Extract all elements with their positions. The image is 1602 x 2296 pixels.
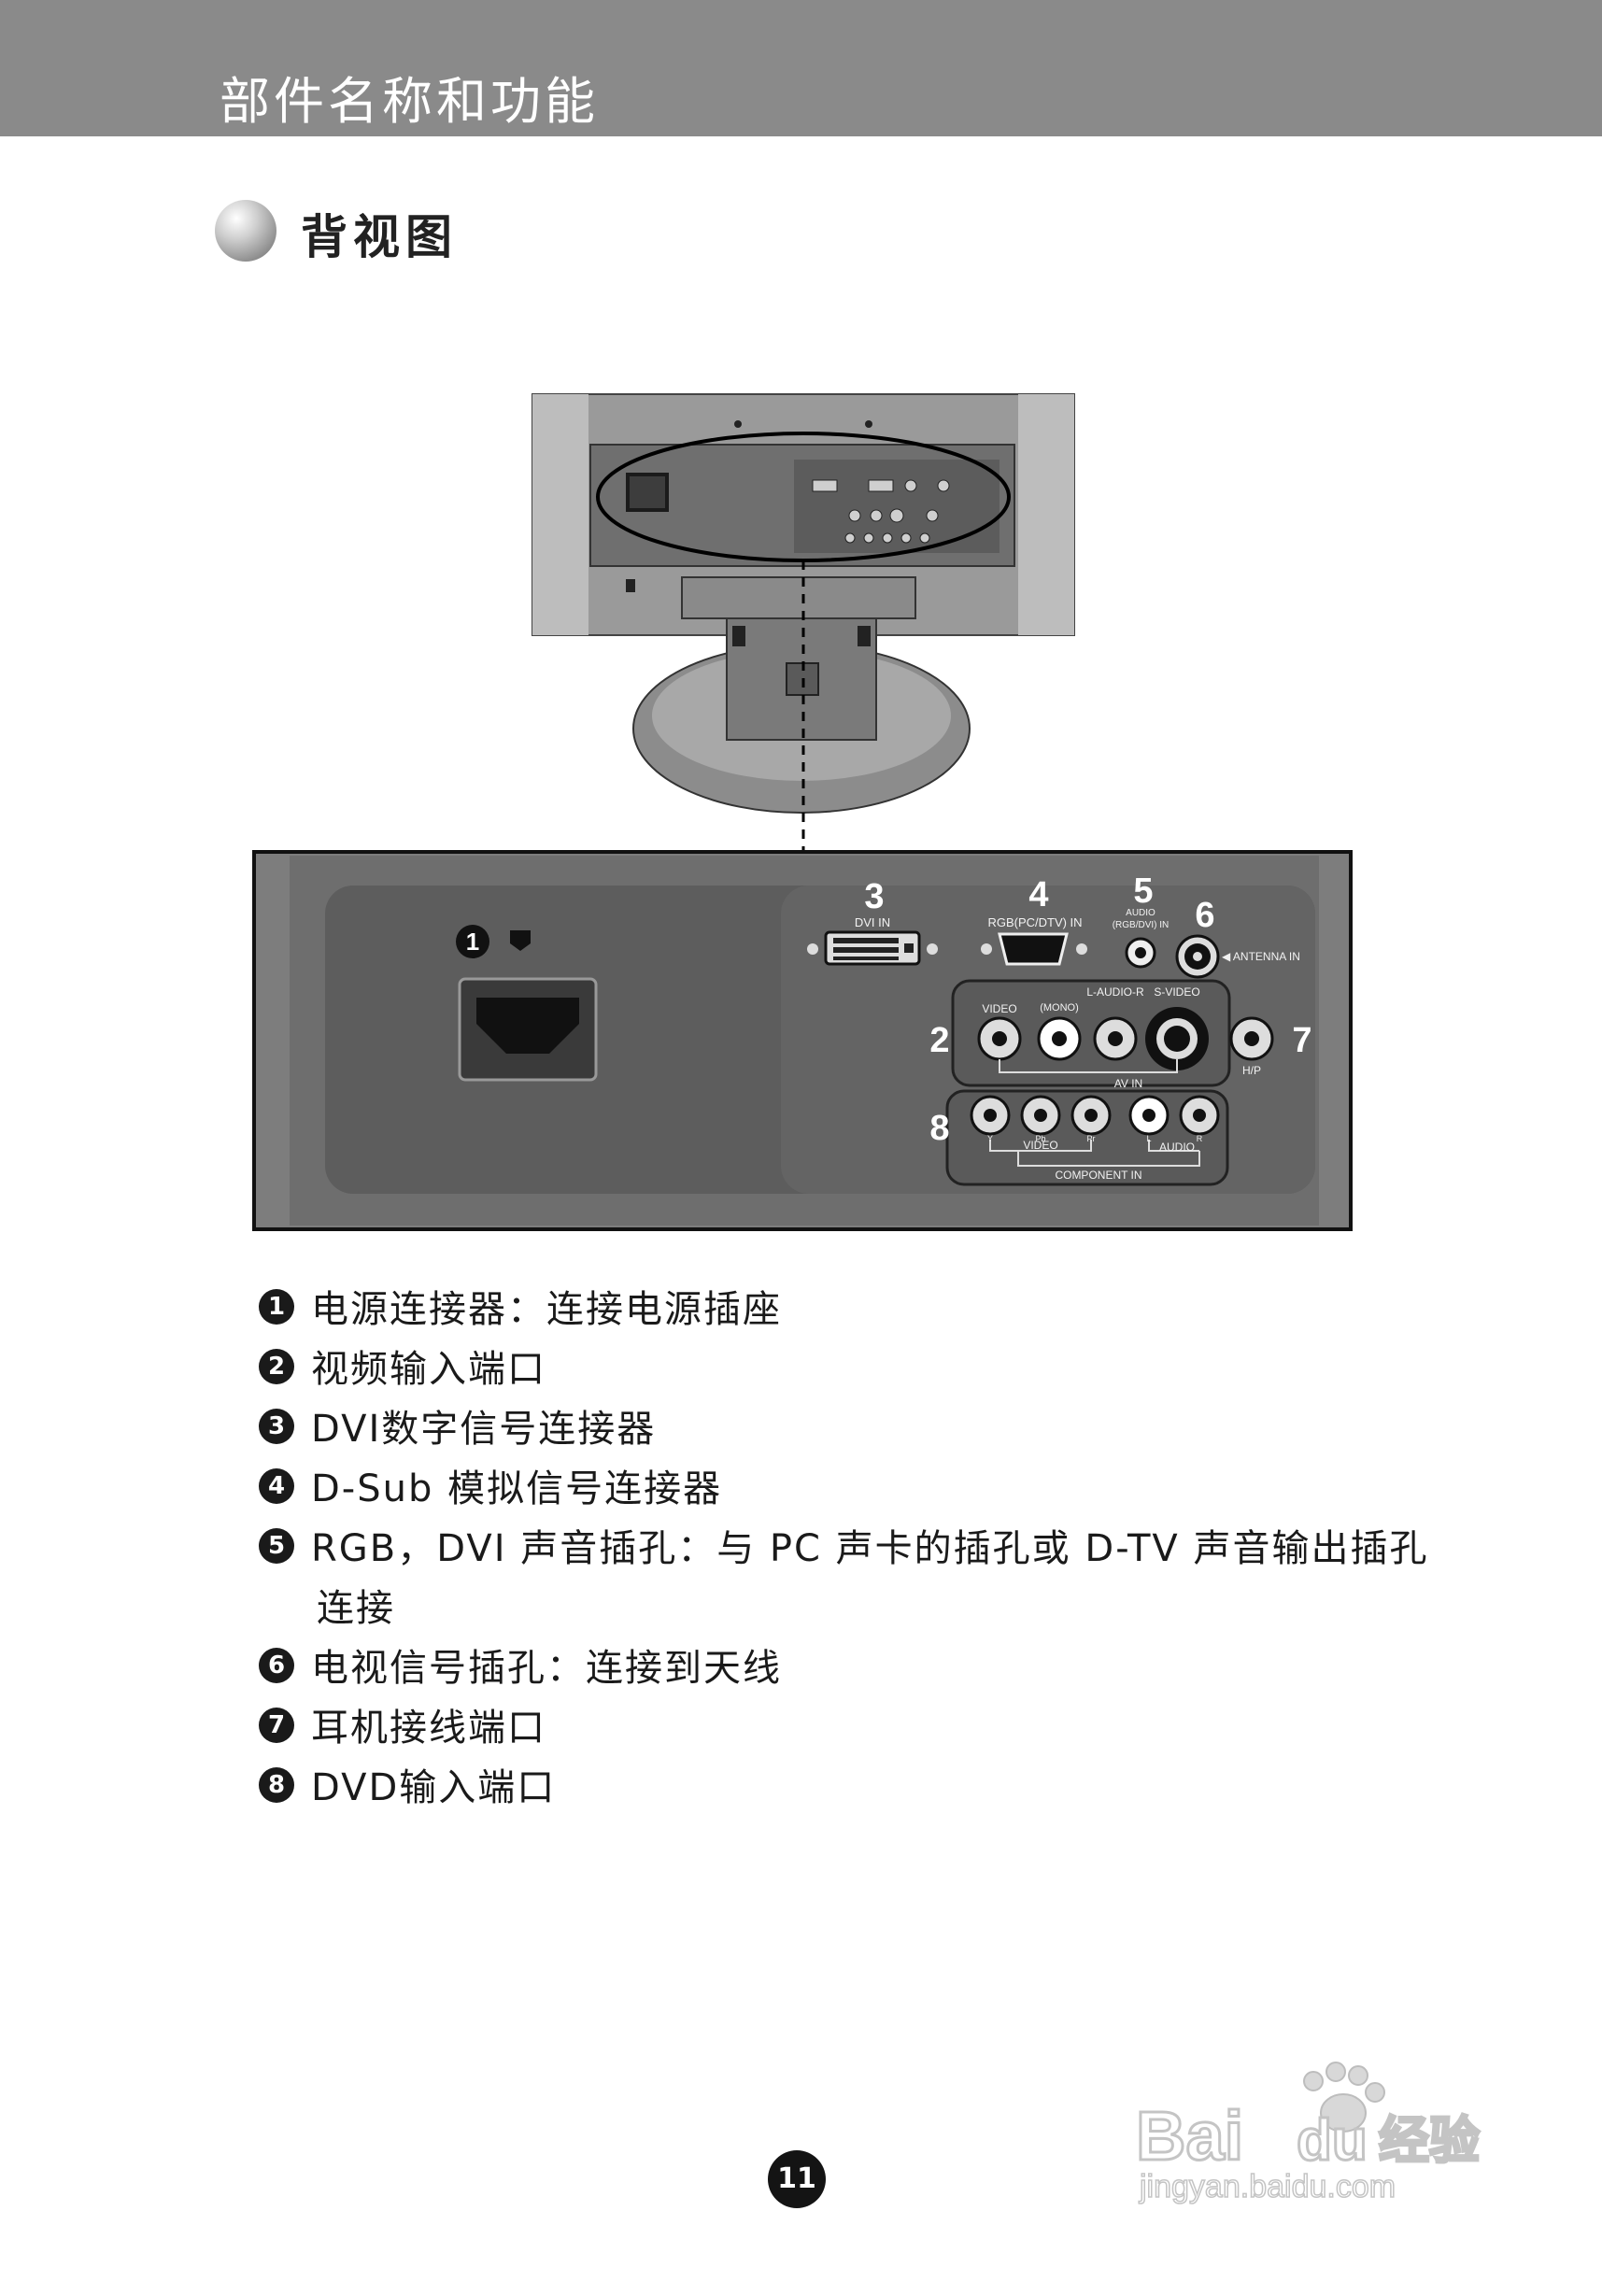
page-header-title: 部件名称和功能 (220, 72, 599, 131)
enlarged-panel: 1 (252, 850, 1353, 1231)
legend-number: 6 (259, 1648, 294, 1683)
legend-text: 视频输入端口 (311, 1348, 546, 1391)
callout-4: 4 (1028, 875, 1048, 914)
watermark-suffix: 经验 (1379, 2111, 1480, 2170)
label-comp-l: L (1146, 1134, 1151, 1143)
legend-item: 1 电源连接器：连接电源插座 (259, 1278, 1417, 1338)
monitor-stand (632, 560, 971, 850)
watermark-url: jingyan.baidu.com (1139, 2169, 1396, 2204)
legend-text: 电源连接器：连接电源插座 (311, 1288, 782, 1331)
legend-text: 电视信号插孔：连接到天线 (311, 1647, 782, 1690)
label-hp: H/P (1242, 1064, 1261, 1077)
legend-number: 4 (259, 1468, 294, 1504)
legend-item: 3 DVI数字信号连接器 (259, 1397, 1417, 1457)
legend-item: 8 DVD输入端口 (259, 1756, 1417, 1816)
legend-text: RGB，DVI 声音插孔：与 PC 声卡的插孔或 D-TV 声音输出插孔 (311, 1527, 1429, 1570)
callout-2: 2 (929, 1021, 949, 1060)
callout-1: 1 (466, 928, 479, 956)
section-title: 背视图 (301, 210, 458, 264)
legend-number: 8 (259, 1767, 294, 1803)
callout-6: 6 (1195, 896, 1214, 935)
legend-item: 2 视频输入端口 (259, 1338, 1417, 1397)
label-rgb-in: RGB(PC/DTV) IN (987, 915, 1082, 929)
watermark-brand: Bai (1136, 2097, 1243, 2175)
watermark-brand-du: du (1297, 2108, 1368, 2173)
label-audio: AUDIO (1126, 908, 1155, 918)
label-comp-pb: Pb (1035, 1134, 1045, 1143)
legend-text-continued: 连接 (317, 1587, 395, 1630)
legend-item: 6 电视信号插孔：连接到天线 (259, 1637, 1417, 1696)
label-video: VIDEO (982, 1002, 1016, 1015)
rear-view-illustration: 1 (252, 393, 1353, 1231)
legend-text: DVD输入端口 (311, 1766, 557, 1809)
legend-text: DVI数字信号连接器 (311, 1408, 657, 1451)
label-av-in: AV IN (1114, 1077, 1142, 1090)
label-component-audio: AUDIO (1159, 1141, 1195, 1154)
legend-item: 4 D-Sub 模拟信号连接器 (259, 1457, 1417, 1517)
callout-3: 3 (864, 877, 884, 916)
section-bullet-icon (215, 200, 276, 262)
callout-7: 7 (1292, 1021, 1311, 1060)
legend-number: 3 (259, 1409, 294, 1444)
callout-8: 8 (929, 1109, 949, 1148)
rear-view-figure: 1 (252, 392, 1354, 1233)
legend-number: 5 (259, 1528, 294, 1564)
baidu-jingyan-watermark: Bai du 经验 jingyan.baidu.com (1130, 2055, 1523, 2205)
label-antenna-in: ◀ ANTENNA IN (1222, 950, 1300, 963)
legend-number: 2 (259, 1349, 294, 1384)
label-s-video: S-VIDEO (1154, 985, 1199, 999)
legend-number: 1 (259, 1289, 294, 1325)
legend-text: 耳机接线端口 (311, 1707, 546, 1750)
legend-list: 1 电源连接器：连接电源插座 2 视频输入端口 3 DVI数字信号连接器 4 D-Sub… (259, 1278, 1426, 1816)
label-comp-r: R (1197, 1134, 1203, 1143)
header-bar: 部件名称和功能 (0, 0, 1602, 136)
label-component-video: VIDEO (1023, 1139, 1057, 1152)
label-audio-rgb-dvi: (RGB/DVI) IN (1113, 920, 1170, 930)
legend-number: 7 (259, 1708, 294, 1743)
legend-item: 5 RGB，DVI 声音插孔：与 PC 声卡的插孔或 D-TV 声音输出插孔 连接 (259, 1517, 1426, 1637)
label-dvi-in: DVI IN (855, 915, 890, 929)
watermark-logo: Bai du 经验 jingyan.baidu.com (1135, 2062, 1481, 2205)
legend-item: 7 耳机接线端口 (259, 1696, 1417, 1756)
label-comp-pr: Pr (1087, 1134, 1096, 1143)
label-component-in: COMPONENT IN (1055, 1169, 1141, 1182)
label-audio-lr: L-AUDIO-R (1086, 985, 1144, 999)
legend-text: D-Sub 模拟信号连接器 (311, 1467, 723, 1510)
label-mono: (MONO) (1040, 1002, 1079, 1013)
label-comp-y: Y (987, 1134, 993, 1143)
callout-5: 5 (1133, 872, 1153, 911)
page-number: 11 (768, 2150, 826, 2208)
monitor-back (532, 393, 1075, 636)
